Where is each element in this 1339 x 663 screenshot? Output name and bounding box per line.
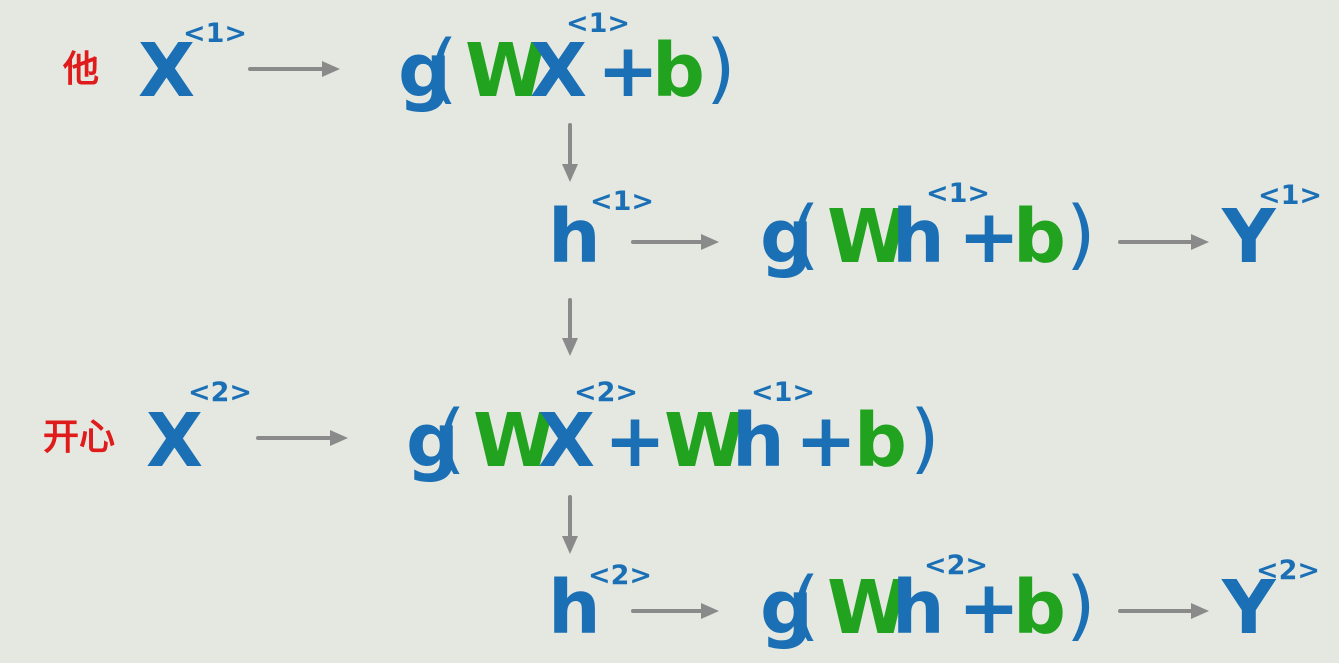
row1-plus: + [597, 28, 660, 114]
row3-x-superscript: <2> [574, 377, 639, 408]
row3-h: h [732, 398, 785, 484]
row2-open-paren: ( [790, 189, 820, 278]
hidden-h1: h [548, 194, 601, 280]
row3-open-paren: ( [436, 393, 466, 482]
row4-g: g [760, 565, 813, 651]
hidden-h1-superscript: <1> [590, 186, 655, 217]
row3-b: b [854, 398, 907, 484]
input-x2-superscript: <2> [188, 377, 253, 408]
row1-b: b [652, 28, 705, 114]
input-word-2: 开心 [43, 417, 116, 458]
row2-b: b [1013, 194, 1066, 280]
row3-plus1: + [604, 398, 667, 484]
row3-w2: W [664, 398, 746, 484]
row2-w: W [827, 194, 909, 280]
arrow-g-to-y2 [1118, 603, 1209, 619]
row4-h-superscript: <2> [924, 550, 989, 581]
output-y1-superscript: <1> [1258, 180, 1323, 211]
input-x1: X [138, 28, 196, 114]
row2-h: h [892, 194, 945, 280]
output-y2: Y [1222, 565, 1276, 651]
arrow-x1-to-g [248, 61, 340, 77]
row4-open-paren: ( [790, 560, 820, 649]
arrow-h2-to-g [631, 603, 719, 619]
input-word-1: 他 [63, 49, 100, 90]
arrow-down-2 [562, 298, 578, 356]
row3-x: X [538, 398, 596, 484]
output-y2-superscript: <2> [1256, 555, 1321, 586]
input-x2: X [146, 398, 204, 484]
hidden-h2: h [548, 565, 601, 651]
row2-plus: + [958, 194, 1021, 280]
row4-b: b [1013, 565, 1066, 651]
output-y1: Y [1222, 194, 1276, 280]
row4-close-paren: ) [1066, 560, 1096, 649]
arrow-down-1 [562, 123, 578, 182]
row1-x-superscript: <1> [566, 8, 631, 39]
row1-x: X [530, 28, 588, 114]
row1-close-paren: ) [706, 23, 736, 112]
hidden-h2-superscript: <2> [588, 560, 653, 591]
row2-close-paren: ) [1066, 189, 1096, 278]
row3-g: g [406, 398, 459, 484]
row4-plus: + [958, 565, 1021, 651]
row1-open-paren: ( [428, 23, 458, 112]
row3-w1: W [473, 398, 555, 484]
row1-w: W [465, 28, 547, 114]
row4-h: h [892, 565, 945, 651]
row4-w: W [827, 565, 909, 651]
row2-h-superscript: <1> [926, 178, 991, 209]
arrow-g-to-y1 [1118, 234, 1209, 250]
row1-g: g [398, 28, 451, 114]
row3-close-paren: ) [910, 393, 940, 482]
row3-h-superscript: <1> [751, 377, 816, 408]
arrow-down-3 [562, 495, 578, 554]
row3-plus2: + [795, 398, 858, 484]
row2-g: g [760, 194, 813, 280]
input-x1-superscript: <1> [183, 18, 248, 49]
arrow-x2-to-g [256, 430, 348, 446]
arrow-h1-to-g [631, 234, 719, 250]
